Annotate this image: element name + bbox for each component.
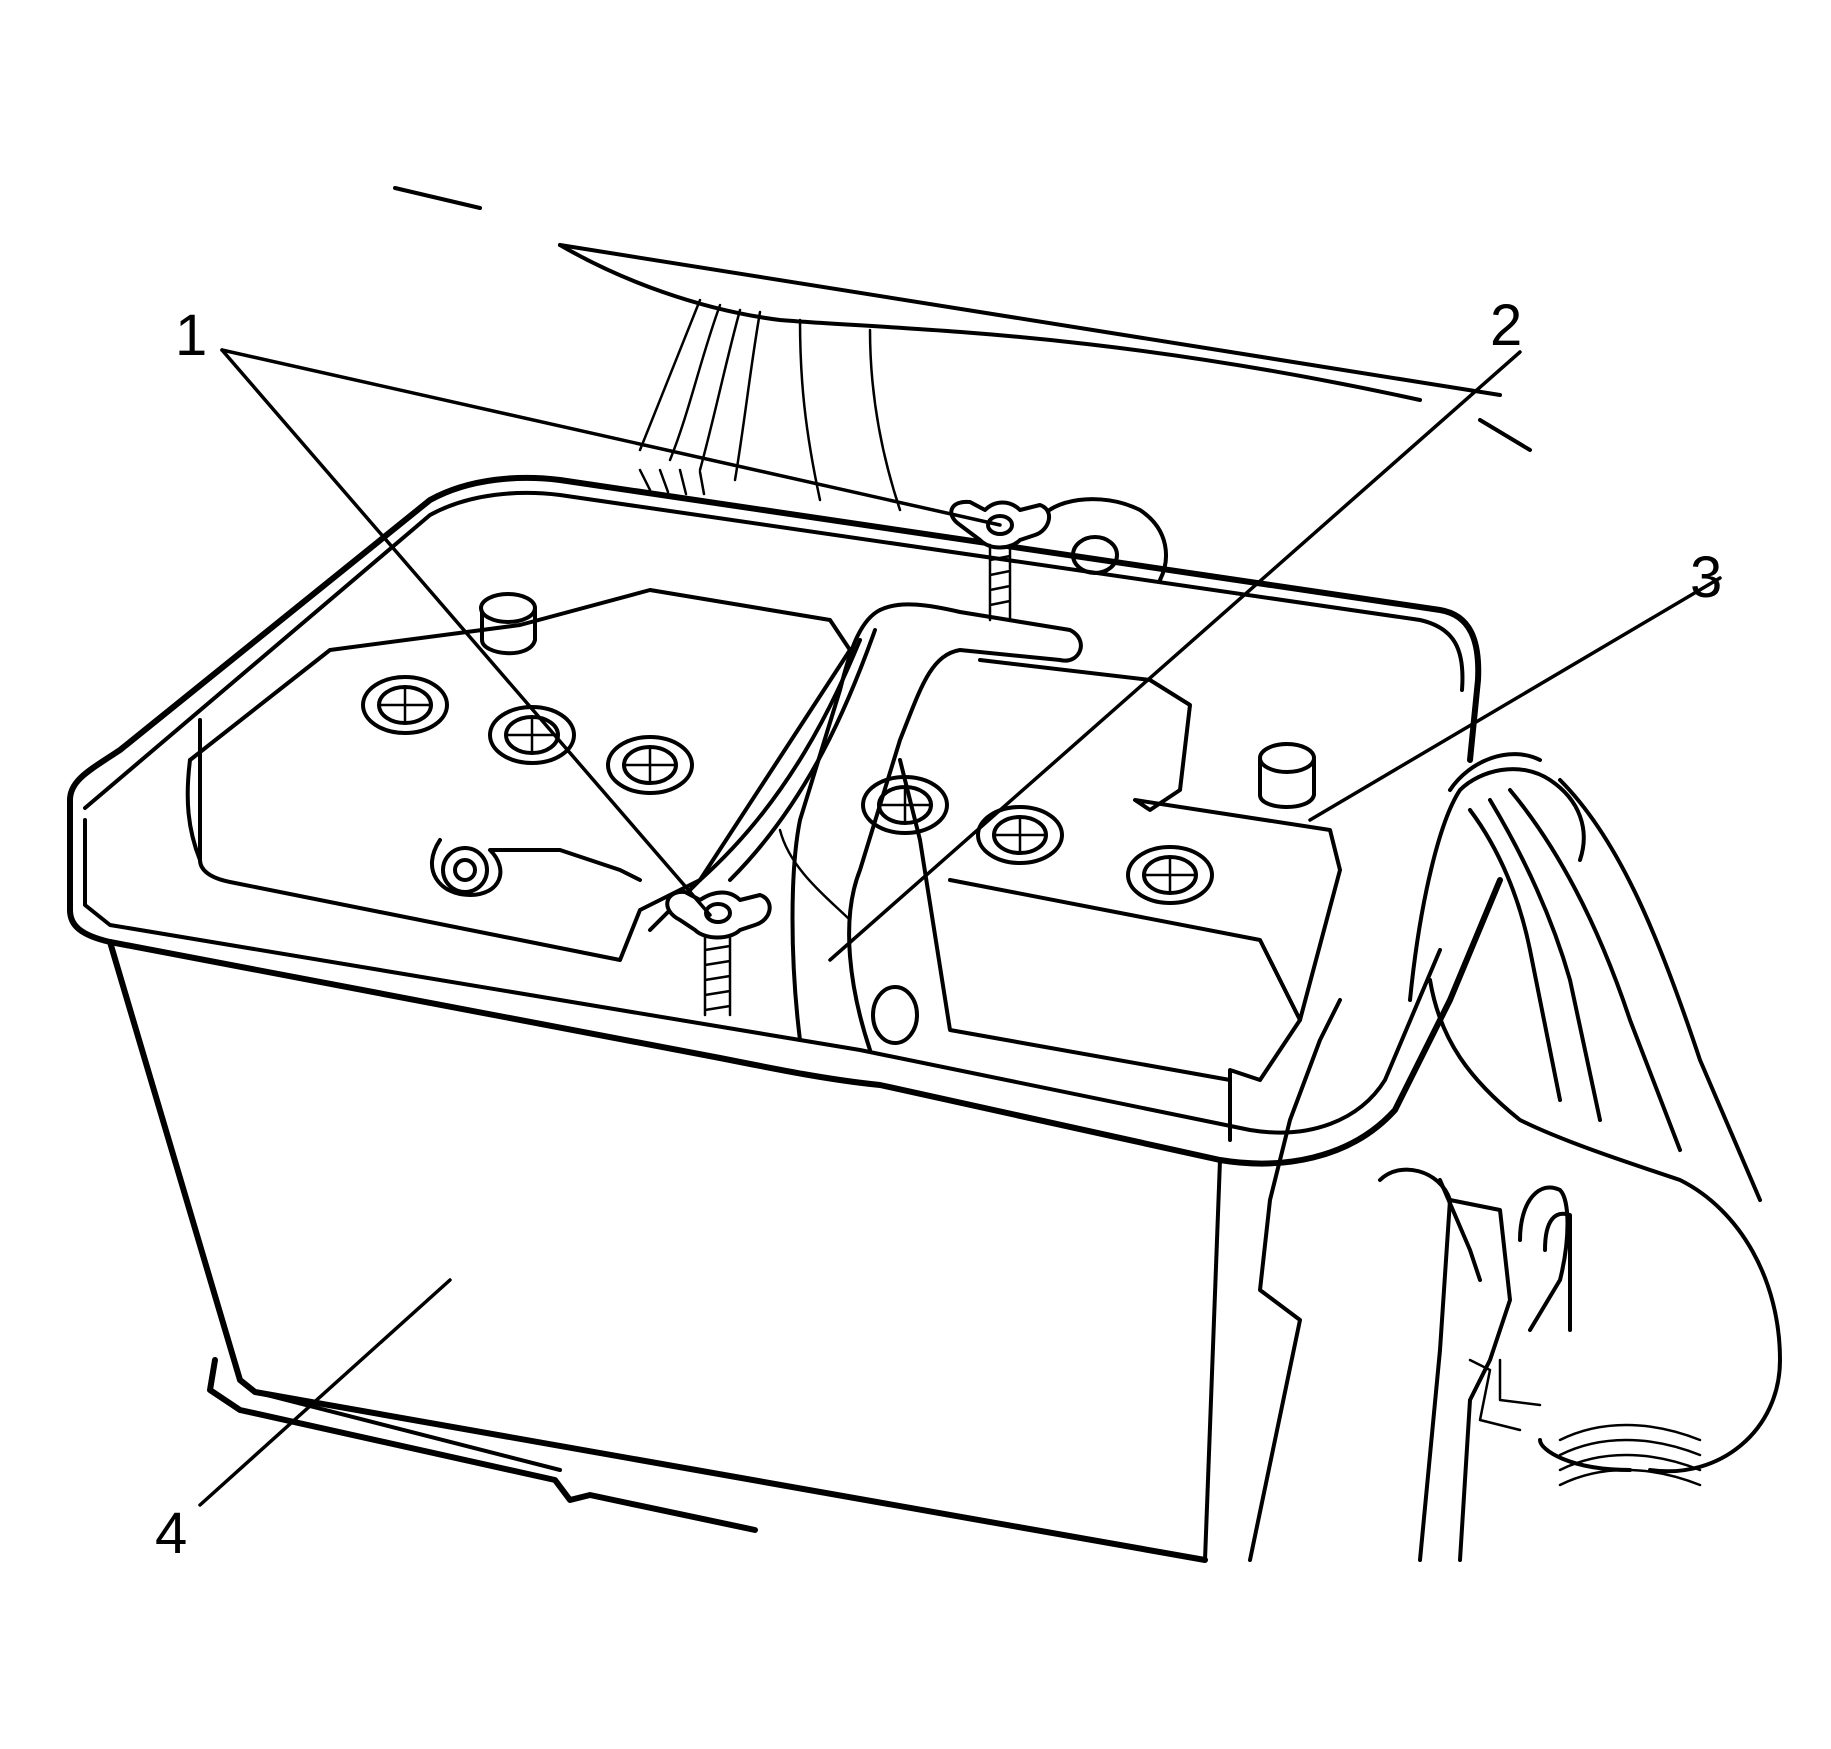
reference-dashed-line bbox=[393, 186, 1532, 452]
vent-cap bbox=[606, 735, 694, 795]
upper-wire-harness bbox=[558, 243, 1422, 512]
vent-cap bbox=[1126, 845, 1214, 905]
callout-leaders bbox=[198, 348, 1722, 1507]
side-mounting-bracket bbox=[1248, 998, 1572, 1562]
vent-cap bbox=[861, 775, 949, 835]
callout-3: 3 bbox=[1690, 545, 1722, 610]
wing-nut-front bbox=[665, 889, 772, 1017]
battery-terminal-post bbox=[479, 592, 537, 656]
battery-terminal-post bbox=[1258, 742, 1316, 809]
battery-tray-rim bbox=[67, 474, 1503, 1167]
side-cable-harness bbox=[1408, 752, 1782, 1487]
vent-cap bbox=[488, 705, 576, 765]
vent-cap bbox=[361, 675, 449, 735]
callout-1: 1 bbox=[175, 303, 207, 368]
right-battery bbox=[861, 658, 1342, 1142]
battery-tray-body bbox=[107, 939, 1222, 1563]
callout-2: 2 bbox=[1490, 293, 1522, 358]
hold-down-clamp bbox=[648, 602, 1083, 1052]
vent-cap bbox=[976, 805, 1064, 865]
callout-4: 4 bbox=[155, 1501, 187, 1566]
